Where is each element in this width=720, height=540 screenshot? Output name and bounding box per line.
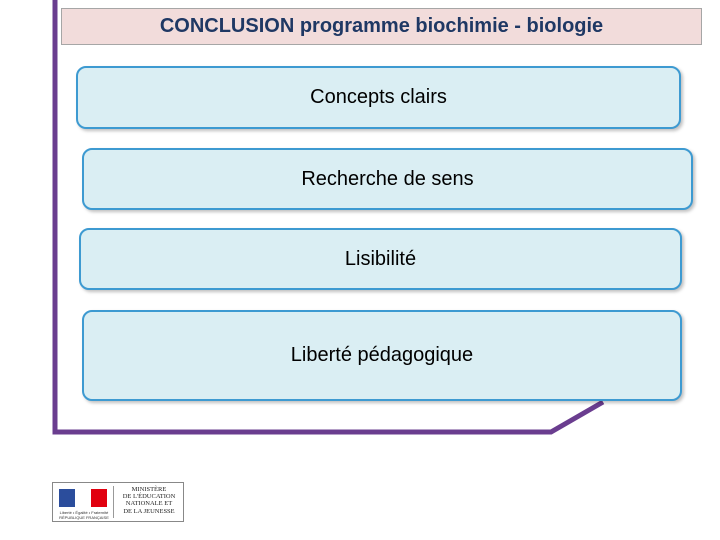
item-label: Recherche de sens: [301, 167, 474, 190]
item-box-liberte: Liberté pédagogique: [82, 310, 682, 401]
french-flag-icon: [59, 489, 107, 507]
logo-divider: [113, 486, 114, 518]
item-box-lisibilite: Lisibilité: [79, 228, 682, 290]
page-title: CONCLUSION programme biochimie - biologi…: [159, 15, 604, 37]
item-label: Lisibilité: [344, 247, 417, 270]
item-label: Liberté pédagogique: [290, 344, 474, 366]
ministry-text: MINISTÈRE DE L'ÉDUCATION NATIONALE ET DE…: [122, 486, 176, 515]
item-label: Concepts clairs: [310, 86, 447, 108]
ministry-logo: Liberté • Égalité • Fraternité RÉPUBLIQU…: [52, 482, 184, 522]
item-box-recherche: Recherche de sens: [82, 148, 693, 210]
republic-text: Liberté • Égalité • Fraternité RÉPUBLIQU…: [59, 510, 109, 520]
item-box-concepts: Concepts clairs: [76, 66, 681, 129]
title-banner: CONCLUSION programme biochimie - biologi…: [61, 8, 702, 45]
